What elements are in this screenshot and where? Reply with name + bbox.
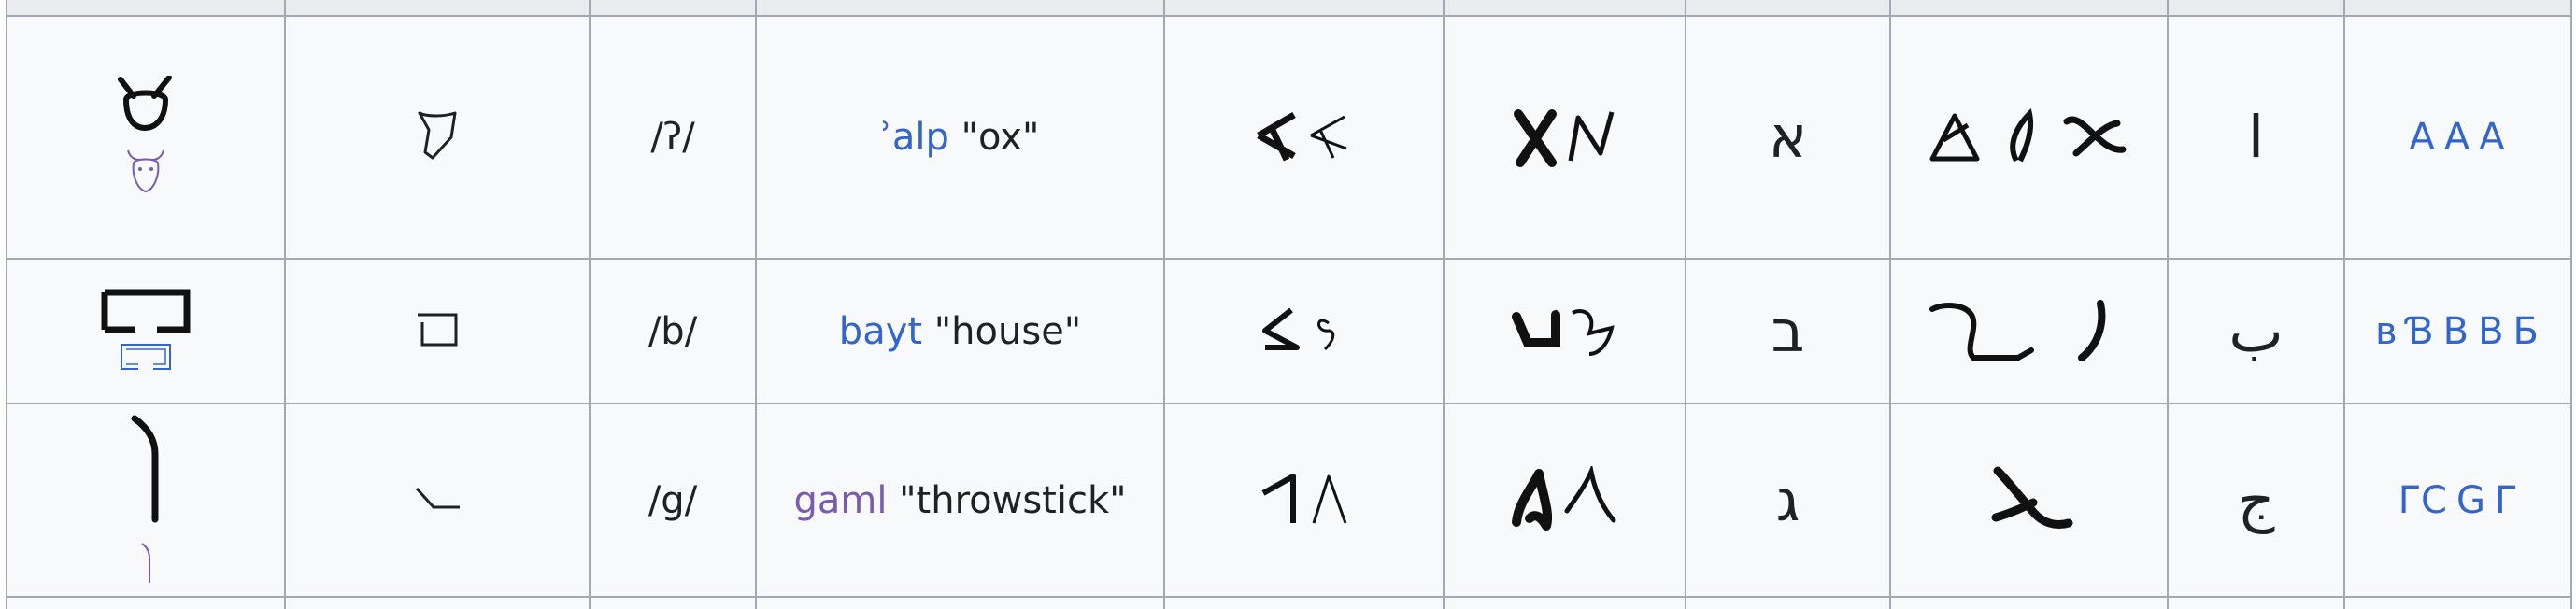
proto-sinaitic-cell bbox=[284, 258, 591, 404]
cyrillic-form[interactable]: A bbox=[2479, 116, 2507, 159]
arabic-cell: ب bbox=[2167, 258, 2345, 404]
aramaic-cell bbox=[1443, 258, 1686, 404]
proto-sinaitic-cell bbox=[284, 403, 591, 598]
syriac-cell bbox=[1889, 15, 2169, 260]
hebrew-cell: ג bbox=[1685, 403, 1891, 598]
hebrew-cell: ב bbox=[1685, 258, 1891, 404]
aramaic-cell bbox=[1443, 15, 1686, 260]
table-wrapper: /ʔ/ ʾalp "ox" א bbox=[6, 0, 2572, 609]
latin-form[interactable]: B bbox=[2478, 309, 2506, 353]
old-form[interactable]: ʙ bbox=[2375, 309, 2399, 353]
alphabet-derivation-table: /ʔ/ ʾalp "ox" א bbox=[6, 0, 2572, 609]
egyptian-cell bbox=[6, 15, 286, 260]
table-row: /ʔ/ ʾalp "ox" א bbox=[6, 15, 2572, 260]
syriac-alaph-icon bbox=[1927, 108, 2132, 172]
arabic-letter: ب bbox=[2228, 296, 2284, 365]
syriac-beth-icon bbox=[1927, 299, 2132, 371]
phoenician-cell bbox=[1163, 15, 1445, 260]
hebrew-letter: ג bbox=[1775, 465, 1800, 534]
phoenician-bet-icon bbox=[1260, 307, 1349, 359]
syriac-gamal-icon bbox=[1985, 466, 2074, 540]
cyrillic-form[interactable]: Б bbox=[2512, 309, 2540, 353]
cyrillic-form[interactable]: Γ bbox=[2494, 478, 2518, 522]
aramaic-cell bbox=[1443, 403, 1686, 598]
phoenician-aleph-icon bbox=[1253, 111, 1356, 167]
meaning-cell: ʾalp "ox" bbox=[755, 15, 1165, 260]
ipa-value: /b/ bbox=[648, 309, 698, 353]
house-plan-hieroglyph-icon[interactable] bbox=[101, 289, 191, 337]
ipa-cell: /b/ bbox=[589, 258, 757, 404]
hebrew-letter: א bbox=[1768, 103, 1808, 171]
greek-form[interactable]: Α bbox=[2409, 116, 2437, 159]
word-gloss: "ox" bbox=[961, 116, 1040, 159]
proto-sinaitic-alp-icon bbox=[416, 111, 459, 165]
phoenician-cell bbox=[1163, 258, 1445, 404]
arabic-letter: ج bbox=[2237, 465, 2275, 534]
ipa-value: /g/ bbox=[648, 478, 698, 522]
arabic-letter: ا bbox=[2247, 103, 2265, 171]
ipa-cell: /g/ bbox=[589, 403, 757, 598]
latin-form[interactable]: Α bbox=[2443, 116, 2472, 159]
proto-sinaitic-cell bbox=[284, 15, 591, 260]
ox-head-outline-icon[interactable] bbox=[124, 147, 167, 199]
egyptian-cell bbox=[6, 403, 286, 598]
word-link-gaml[interactable]: gaml bbox=[793, 478, 888, 522]
throwstick-hieroglyph-icon[interactable] bbox=[125, 413, 166, 529]
word-link-alp[interactable]: ʾalp bbox=[880, 116, 949, 159]
proto-sinaitic-bet-icon bbox=[415, 313, 460, 352]
proto-sinaitic-gimel-icon bbox=[413, 487, 462, 517]
phoenician-cell bbox=[1163, 403, 1445, 598]
syriac-cell bbox=[1889, 258, 2169, 404]
arabic-cell: ج bbox=[2167, 403, 2345, 598]
ox-head-hieroglyph-icon[interactable] bbox=[113, 75, 178, 137]
phoenician-gimel-icon bbox=[1258, 473, 1351, 531]
word-gloss: "house" bbox=[933, 309, 1082, 353]
hebrew-cell: א bbox=[1685, 15, 1891, 260]
arabic-cell: ا bbox=[2167, 15, 2345, 260]
greek-form[interactable]: ΓC bbox=[2398, 478, 2449, 522]
greek-form[interactable]: Β bbox=[2442, 309, 2471, 353]
table-row: /b/ bayt "house" ב bbox=[6, 258, 2572, 404]
aramaic-gimel-icon bbox=[1509, 463, 1621, 535]
ipa-cell: /ʔ/ bbox=[589, 15, 757, 260]
meaning-cell: gaml "throwstick" bbox=[755, 403, 1165, 598]
hebrew-letter: ב bbox=[1771, 296, 1805, 365]
house-plan-outline-icon[interactable] bbox=[120, 343, 172, 375]
aramaic-bet-icon bbox=[1511, 308, 1619, 363]
table-row: /g/ gaml "throwstick" ג bbox=[6, 403, 2572, 598]
egyptian-cell bbox=[6, 258, 286, 404]
latin-form[interactable]: G bbox=[2455, 478, 2487, 522]
header-row bbox=[6, 0, 2572, 17]
throwstick-outline-icon[interactable] bbox=[138, 542, 153, 588]
aramaic-aleph-icon bbox=[1511, 109, 1619, 172]
word-gloss: "throwstick" bbox=[899, 478, 1127, 522]
ipa-value: /ʔ/ bbox=[650, 116, 695, 159]
syriac-cell bbox=[1889, 403, 2169, 598]
old-form[interactable]: Ɓ bbox=[2406, 309, 2436, 353]
meaning-cell: bayt "house" bbox=[755, 258, 1165, 404]
word-link-bayt[interactable]: bayt bbox=[838, 309, 923, 353]
